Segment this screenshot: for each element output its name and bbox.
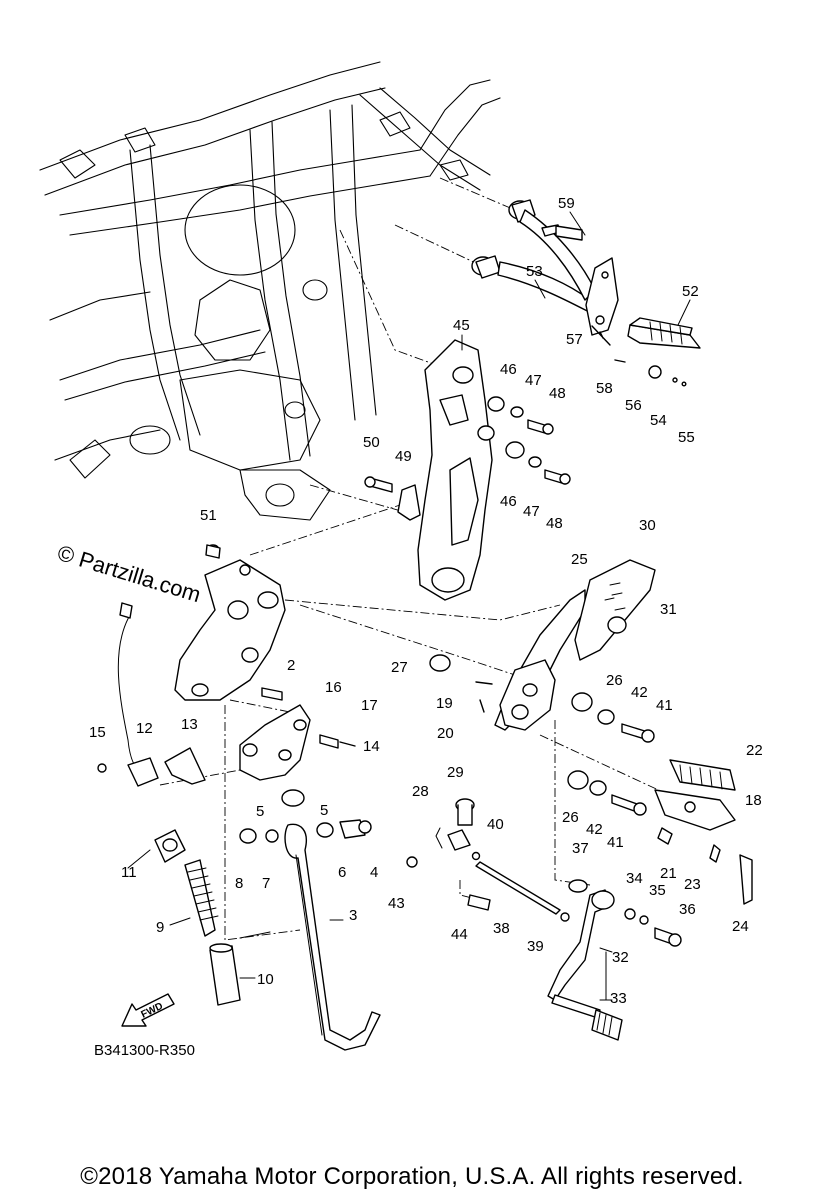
- callout-9: 9: [156, 919, 164, 936]
- callout-34: 34: [626, 870, 643, 887]
- callout-42b: 42: [586, 821, 603, 838]
- motorcycle-frame: [39, 61, 501, 521]
- callout-2: 2: [287, 657, 295, 674]
- callout-labels: 59 53 52 45 57 58 56 54 55 46 47 48 50 4…: [89, 195, 763, 1007]
- callout-50: 50: [363, 434, 380, 451]
- callout-6: 6: [338, 864, 346, 881]
- callout-10: 10: [257, 971, 274, 988]
- callout-54: 54: [650, 412, 667, 429]
- fwd-label: FWD: [139, 1001, 164, 1021]
- callout-48: 48: [549, 385, 566, 402]
- callout-46b: 46: [500, 493, 517, 510]
- callout-23: 23: [684, 876, 701, 893]
- callout-47b: 47: [523, 503, 540, 520]
- callout-51: 51: [200, 507, 217, 524]
- callout-47: 47: [525, 372, 542, 389]
- callout-41b: 41: [607, 834, 624, 851]
- copyright-notice: ©2018 Yamaha Motor Corporation, U.S.A. A…: [80, 1163, 744, 1190]
- callout-57: 57: [566, 331, 583, 348]
- shift-linkage: [406, 798, 682, 1041]
- callout-12: 12: [136, 720, 153, 737]
- callout-28: 28: [412, 783, 429, 800]
- rear-footrest: [627, 317, 701, 387]
- callout-58: 58: [596, 380, 613, 397]
- callout-59: 59: [558, 195, 575, 212]
- callout-14: 14: [363, 738, 380, 755]
- callout-15: 15: [89, 724, 106, 741]
- callout-4: 4: [370, 864, 378, 881]
- sidestand-plate: [239, 704, 356, 781]
- callout-41: 41: [656, 697, 673, 714]
- callout-39: 39: [527, 938, 544, 955]
- rear-footrest-bracket: [471, 199, 626, 363]
- callout-11: 11: [121, 864, 137, 881]
- callout-21: 21: [660, 865, 677, 882]
- callout-13: 13: [181, 716, 198, 733]
- footrest-plate: [364, 339, 571, 601]
- callout-36: 36: [679, 901, 696, 918]
- callout-46: 46: [500, 361, 517, 378]
- callout-5a: 5: [256, 803, 264, 820]
- callout-7: 7: [262, 875, 270, 892]
- callout-56: 56: [625, 397, 642, 414]
- callout-5b: 5: [320, 802, 328, 819]
- callout-35: 35: [649, 882, 666, 899]
- callout-26: 26: [606, 672, 623, 689]
- callout-33: 33: [610, 990, 627, 1007]
- callout-31: 31: [660, 601, 677, 618]
- callout-16: 16: [325, 679, 342, 696]
- callout-24: 24: [732, 918, 749, 935]
- diagram-reference-code: B341300-R350: [94, 1042, 195, 1059]
- callout-22: 22: [746, 742, 763, 759]
- sidestand-switch: [97, 602, 206, 787]
- callout-26b: 26: [562, 809, 579, 826]
- callout-8: 8: [235, 875, 243, 892]
- callout-18: 18: [745, 792, 762, 809]
- callout-55: 55: [678, 429, 695, 446]
- callout-20: 20: [437, 725, 454, 742]
- assembly-leader-lines: [159, 177, 681, 941]
- callout-37: 37: [572, 840, 589, 857]
- callout-29: 29: [447, 764, 464, 781]
- rider-footrest-bracket: [429, 559, 656, 816]
- callout-leader-ticks: [127, 211, 691, 1001]
- callout-3: 3: [349, 907, 357, 924]
- callout-49: 49: [395, 448, 412, 465]
- sidestand-bracket: [174, 544, 286, 701]
- callout-42: 42: [631, 684, 648, 701]
- callout-52: 52: [682, 283, 699, 300]
- rider-footrest: [654, 759, 753, 905]
- callout-44: 44: [451, 926, 468, 943]
- callout-53: 53: [526, 263, 543, 280]
- callout-38: 38: [493, 920, 510, 937]
- callout-25: 25: [571, 551, 588, 568]
- callout-32: 32: [612, 949, 629, 966]
- callout-27: 27: [391, 659, 408, 676]
- fwd-arrow-icon: FWD: [121, 993, 175, 1027]
- callout-40: 40: [487, 816, 504, 833]
- callout-17: 17: [361, 697, 378, 714]
- callout-45: 45: [453, 317, 470, 334]
- callout-19: 19: [436, 695, 453, 712]
- sidestand: [154, 789, 381, 1051]
- callout-43: 43: [388, 895, 405, 912]
- callout-48b: 48: [546, 515, 563, 532]
- callout-30: 30: [639, 517, 656, 534]
